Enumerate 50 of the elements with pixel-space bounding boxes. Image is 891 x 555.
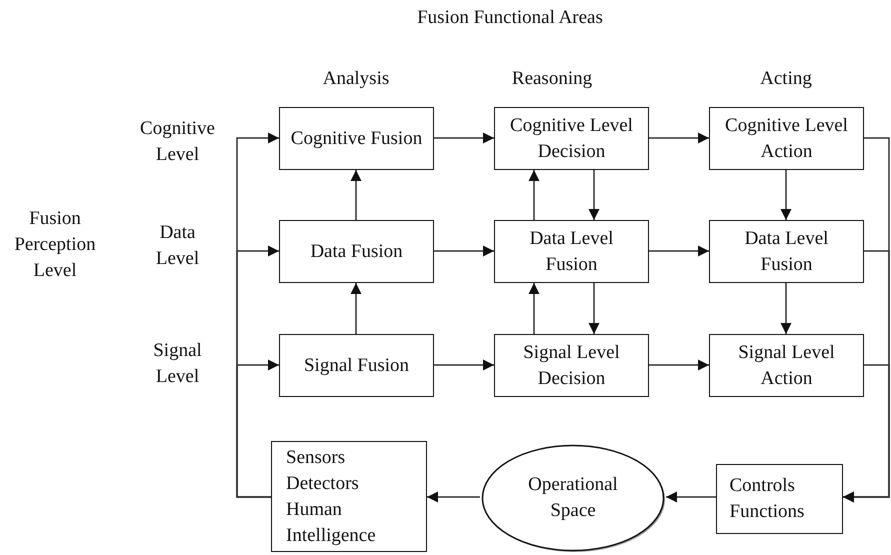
arrow	[528, 283, 540, 334]
row-label: Signal Level	[152, 339, 203, 389]
arrow	[350, 283, 362, 334]
process-box	[716, 464, 843, 534]
arrow	[843, 364, 890, 502]
arrow	[588, 283, 600, 334]
arrow	[666, 492, 716, 502]
node-text: Signal Level Decision	[522, 340, 621, 390]
node-text: Signal Level Action	[737, 340, 836, 390]
node-text: Cognitive Level Action	[724, 114, 849, 164]
arrow	[434, 132, 494, 144]
arrow	[434, 360, 494, 370]
diagram-title: Fusion Functional Areas	[416, 6, 604, 30]
arrow	[236, 360, 279, 498]
arrow	[427, 492, 480, 502]
node-text: Signal Fusion	[302, 354, 410, 378]
node-text: Cognitive Level Decision	[509, 114, 634, 164]
process-box	[494, 220, 649, 283]
process-box	[279, 107, 434, 170]
arrow	[528, 170, 540, 220]
process-box	[279, 220, 434, 283]
arrow	[649, 360, 709, 370]
arrow	[649, 132, 709, 144]
arrow	[350, 170, 362, 220]
node-text: Cognitive Fusion	[290, 126, 424, 150]
column-heading: Acting	[759, 67, 813, 91]
axis-label: Fusion Perception Level	[13, 207, 97, 283]
node-text: Operational Space	[527, 473, 619, 523]
ellipse-node	[480, 443, 666, 553]
node-text: Data Level Fusion	[528, 226, 614, 276]
node-text: Sensors Detectors Human Intelligence	[286, 446, 377, 548]
process-box	[494, 334, 649, 397]
process-box	[709, 334, 864, 397]
arrow	[780, 170, 792, 220]
arrow	[434, 246, 494, 256]
row-label: Data Level	[154, 221, 200, 271]
row-label: Cognitive Level	[139, 117, 216, 167]
node-text: Data Fusion	[309, 240, 404, 264]
process-box	[494, 107, 649, 170]
node-text: Controls Functions	[730, 474, 806, 524]
process-box	[279, 334, 434, 397]
process-box	[709, 220, 864, 283]
column-heading: Analysis	[322, 67, 390, 91]
node-text: Data Level Fusion	[744, 226, 830, 276]
arrow	[780, 283, 792, 334]
process-box	[271, 441, 427, 552]
arrow	[588, 170, 600, 220]
arrow	[649, 246, 709, 256]
process-box	[709, 107, 864, 170]
column-heading: Reasoning	[510, 67, 594, 91]
